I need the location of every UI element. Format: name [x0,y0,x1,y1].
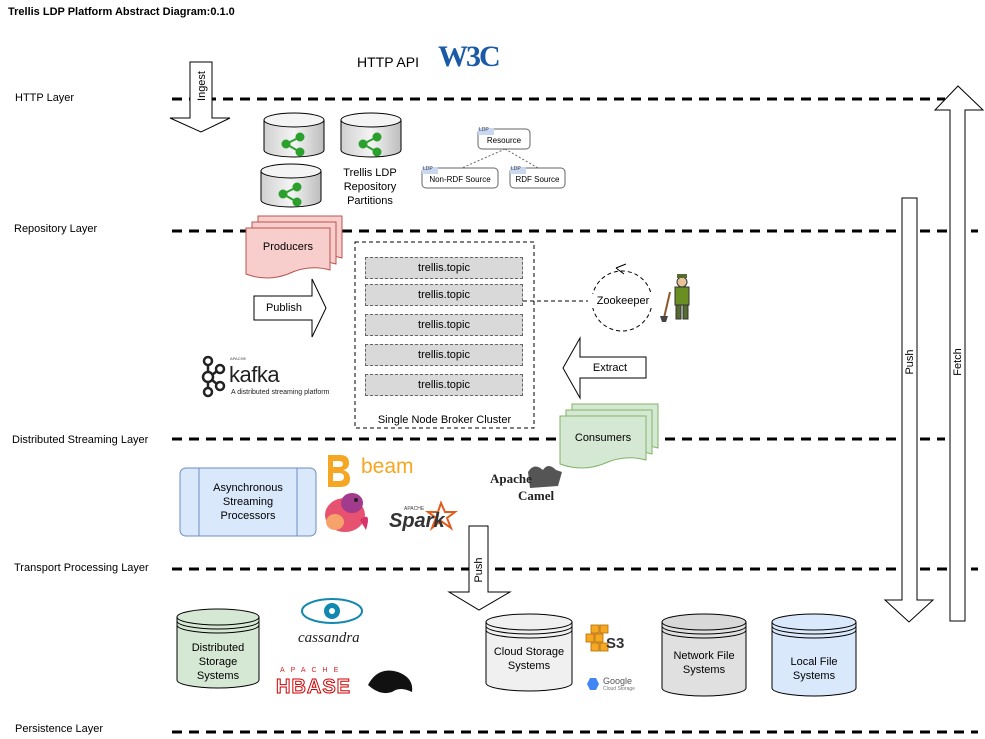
partition-cylinder [260,163,322,208]
ldp-tag: LDP [511,166,521,172]
broker-cluster-box [354,241,535,429]
s3-cubes-icon [585,624,609,652]
ingest-arrow [169,61,231,133]
camel-logo-icon [528,466,562,488]
zookeeper-label: Zookeeper [588,294,658,308]
camel-logo-top: Apache [490,471,532,486]
spark-logo-prefix: APACHE [404,506,425,512]
publish-label: Publish [265,302,303,314]
http-api-label: HTTP API [357,54,419,70]
extract-label: Extract [592,362,628,374]
cassandra-logo-text: cassandra [298,630,360,646]
local-fs-cylinder [771,613,857,697]
cloud-storage-label: Cloud Storage Systems [493,646,565,672]
fetch-label: Fetch [952,348,964,376]
push-right-arrow [883,197,935,623]
publish-arrow [253,278,327,338]
async-processors-shape [179,467,317,537]
camel-logo-bottom: Camel [518,488,555,503]
persistence-layer-label: Persistence Layer [15,723,104,735]
transport-layer-label: Transport Processing Layer [14,562,149,574]
google-cloud-icon [587,678,599,690]
topic-partition: trellis.topic [365,344,523,366]
streaming-layer-label: Distributed Streaming Layer [12,434,149,446]
beam-logo-icon [328,455,350,487]
topic-partition: trellis.topic [365,314,523,336]
extract-arrow [562,336,647,400]
kafka-logo-prefix: APACHE [230,356,247,361]
rdf-source-node: RDF Source [515,175,560,184]
producers-shape [245,215,343,279]
hbase-logo-prefix: APACHE [280,667,345,674]
non-rdf-source-node: Non-RDF Source [429,175,491,184]
distributed-storage-label: Distributed Storage Systems [191,642,245,682]
push-transport-label: Push [473,557,485,583]
repository-layer-label: Repository Layer [14,223,98,235]
ingest-label: Ingest [196,71,208,101]
spark-star-icon [425,500,458,532]
partition-cylinder [263,112,325,158]
ldp-resource-model [421,128,566,189]
partition-cylinder [340,112,402,158]
distributed-storage-cylinder [176,608,260,689]
producers-label: Producers [262,241,314,253]
zookeeper-figure-icon [660,274,690,322]
cluster-label: Single Node Broker Cluster [377,414,512,426]
consumers-label: Consumers [574,432,632,444]
push-transport-arrow [447,525,512,611]
partitions-label: Trellis LDP Repository Partitions [343,167,397,207]
kafka-logo-name: kafka [229,362,280,387]
ldp-tag: LDP [423,166,433,172]
spark-logo-text: Spark [389,510,445,532]
zookeeper-cycle-arrowhead [615,263,627,275]
topic-partition: trellis.topic [365,257,523,279]
cloud-storage-cylinder [485,613,573,692]
layer-dividers [172,97,978,734]
nfs-cylinder [661,613,747,697]
diagram-title: Trellis LDP Platform Abstract Diagram:0.… [8,6,235,18]
partition-cylinders [260,112,402,208]
push-right-label: Push [904,349,916,375]
http-layer-label: HTTP Layer [15,92,75,104]
hbase-orca-icon [368,670,413,694]
google-logo-subtext: Cloud Storage [603,686,635,692]
cassandra-eye-icon [301,598,363,624]
consumers-shape [559,403,659,469]
topic-partition: trellis.topic [365,374,523,396]
nfs-label: Network File Systems [673,650,735,676]
s3-logo-text: S3 [606,635,625,652]
resource-node: Resource [486,136,522,145]
hbase-logo-text: HBASE [275,676,352,699]
kafka-logo-tagline: A distributed streaming platform [231,389,330,396]
fetch-arrow [933,85,985,622]
local-fs-label: Local File Systems [790,656,838,682]
google-logo-text: Google [603,676,633,686]
w3c-logo: W3C [438,40,501,73]
flink-squirrel-icon [325,493,368,532]
async-processors-label: Asynchronous Streaming Processors [213,482,283,522]
topic-partition: trellis.topic [365,284,523,306]
kafka-logo [201,355,226,398]
beam-logo-text: beam [361,455,414,478]
ldp-tag: LDP [479,127,489,133]
